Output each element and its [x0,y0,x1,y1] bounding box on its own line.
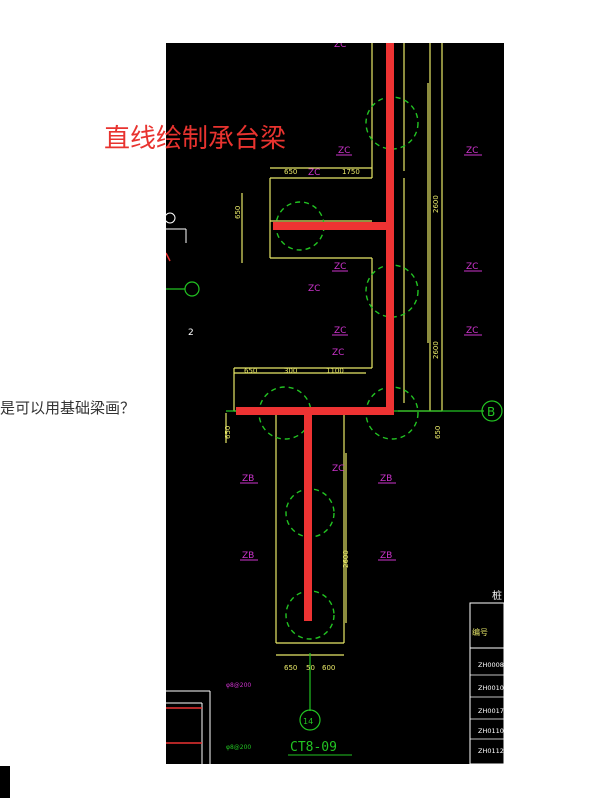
dimension-labels: 650 1750 650 300 1100 650 50 600 2600 26… [224,168,442,672]
table-header: 桩 [492,589,502,602]
rebar-note: φ8@200 [226,682,251,689]
rebar-note: φ8@200 [226,744,251,751]
dim-50: 50 [306,664,315,672]
dim-650: 650 [284,168,297,176]
zb-label: ZB [242,551,254,561]
number-label: 2 [188,328,194,338]
pile-table: 桩 编号 ZH0008 ZH0010 ZH0017 ZH0110 ZH0112 [469,589,504,764]
zc-label: ZC [308,284,320,294]
dim-600: 600 [322,664,335,672]
table-row: ZH0008 [478,661,504,669]
cad-drawing: ZC ZC ZC ZC ZC ZC ZC ZC ZC ZC ZC ZB ZB Z… [166,43,504,764]
left-rebar [166,252,202,744]
axis-label-14: 14 [303,717,313,726]
drawing-title: CT8-09 [290,740,337,755]
dim-650: 650 [224,426,232,439]
label-underlines [240,154,482,561]
dim-1100: 1100 [326,367,344,375]
zb-label: ZB [380,474,392,484]
table-col-title: 编号 [472,627,488,637]
zc-label: ZC [332,464,344,474]
zc-label: ZC [308,168,320,178]
axis-b-bubble [481,400,503,422]
annotation-text: 直线绘制承台梁 [104,124,287,154]
zc-label: ZC [466,262,478,272]
corner-block [0,766,10,798]
question-text: 是可以用基础梁画？ [0,399,136,417]
axis-14-bubble [299,709,321,731]
dim-650: 650 [434,426,442,439]
zc-label: ZC [338,146,350,156]
beam-horizontal-upper [273,222,394,230]
dim-650: 650 [244,367,257,375]
cap-outline [225,43,443,656]
zc-label: ZC [334,43,346,50]
dim-650: 650 [234,206,242,219]
table-row: ZH0017 [478,707,504,715]
beam-vertical-lower [304,411,312,621]
zb-label: ZB [380,551,392,561]
zc-label: ZC [334,262,346,272]
zc-label: ZC [466,146,478,156]
dim-650: 650 [284,664,297,672]
dim-2600: 2600 [432,341,440,359]
beam-horizontal-lower [236,407,394,415]
dim-2600: 2600 [432,195,440,213]
cad-drawing-panel: ZC ZC ZC ZC ZC ZC ZC ZC ZC ZC ZC ZB ZB Z… [166,43,504,764]
zb-label: ZB [242,474,254,484]
axis-label-b: B [487,405,495,419]
table-row: ZH0010 [478,684,504,692]
dim-2600: 2600 [342,550,350,568]
table-row: ZH0112 [478,747,504,755]
zc-label: ZC [332,348,344,358]
dim-300: 300 [284,367,297,375]
table-row: ZH0110 [478,727,504,735]
beam-lines [236,43,394,621]
left-detail [166,212,211,764]
zc-label: ZC [466,326,478,336]
zone-labels: ZC ZC ZC ZC ZC ZC ZC ZC ZC ZC ZC ZB ZB Z… [242,43,478,561]
zc-label: ZC [334,326,346,336]
dim-1750: 1750 [342,168,360,176]
